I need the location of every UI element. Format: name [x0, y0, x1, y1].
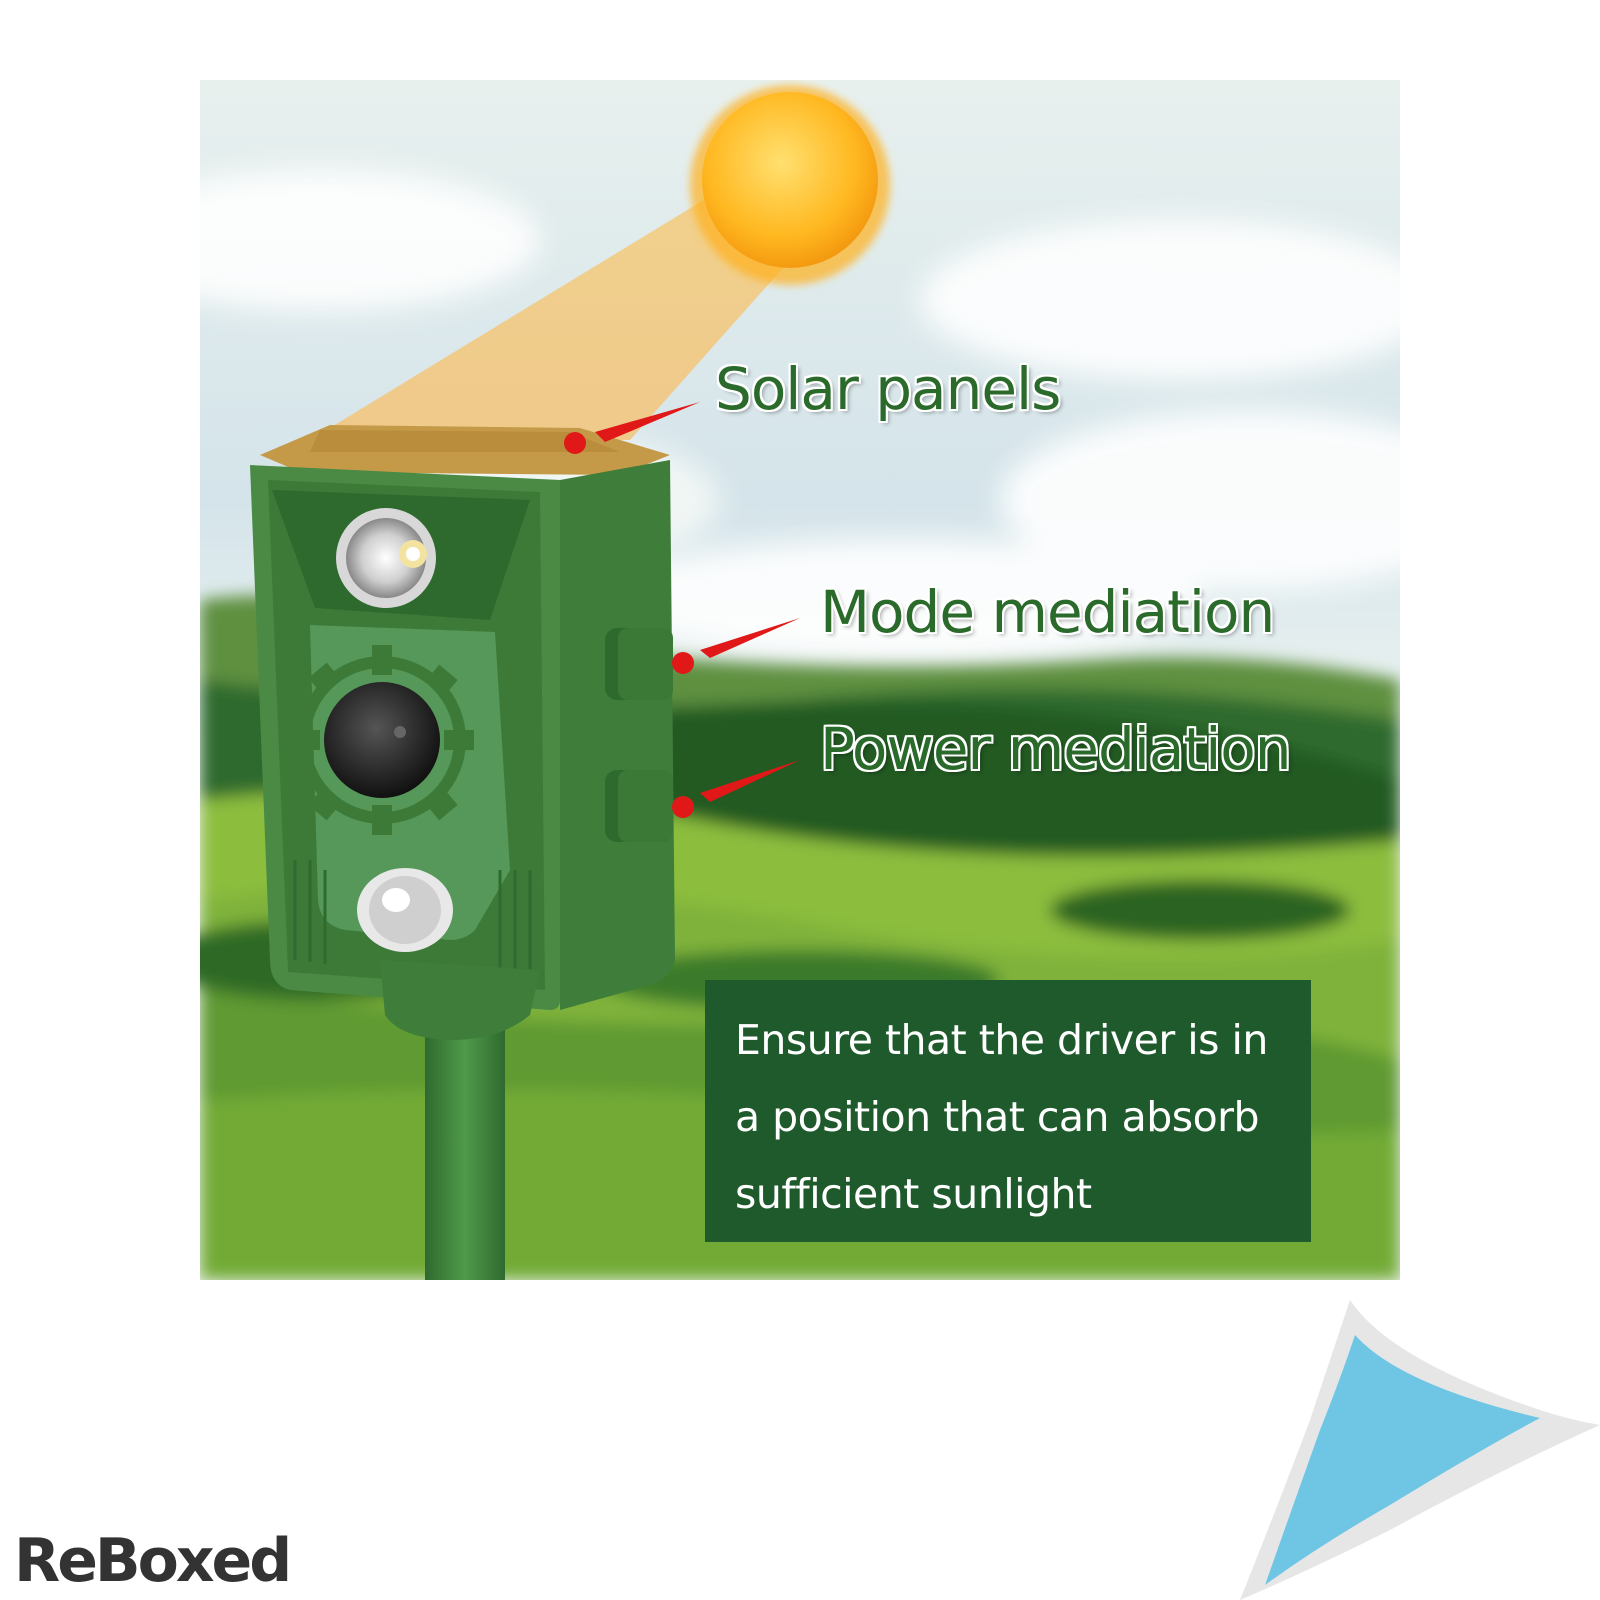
solar-panels-label: Solar panels [715, 355, 1061, 423]
info-box: Ensure that the driver is in a position … [705, 980, 1311, 1242]
mode-mediation-label: Mode mediation [820, 578, 1275, 646]
power-knob [605, 770, 673, 842]
corner-decoration-icon [1240, 1300, 1600, 1600]
motion-sensor [357, 868, 453, 952]
mode-knob [605, 628, 673, 700]
ultrasonic-speaker [290, 645, 474, 835]
pointer-markers [564, 402, 800, 818]
info-box-text: Ensure that the driver is in a position … [735, 1016, 1268, 1218]
reboxed-logo: ReBoxed [14, 1526, 292, 1596]
power-mediation-label: Power mediation [820, 715, 1292, 783]
led-lamp [336, 508, 436, 608]
